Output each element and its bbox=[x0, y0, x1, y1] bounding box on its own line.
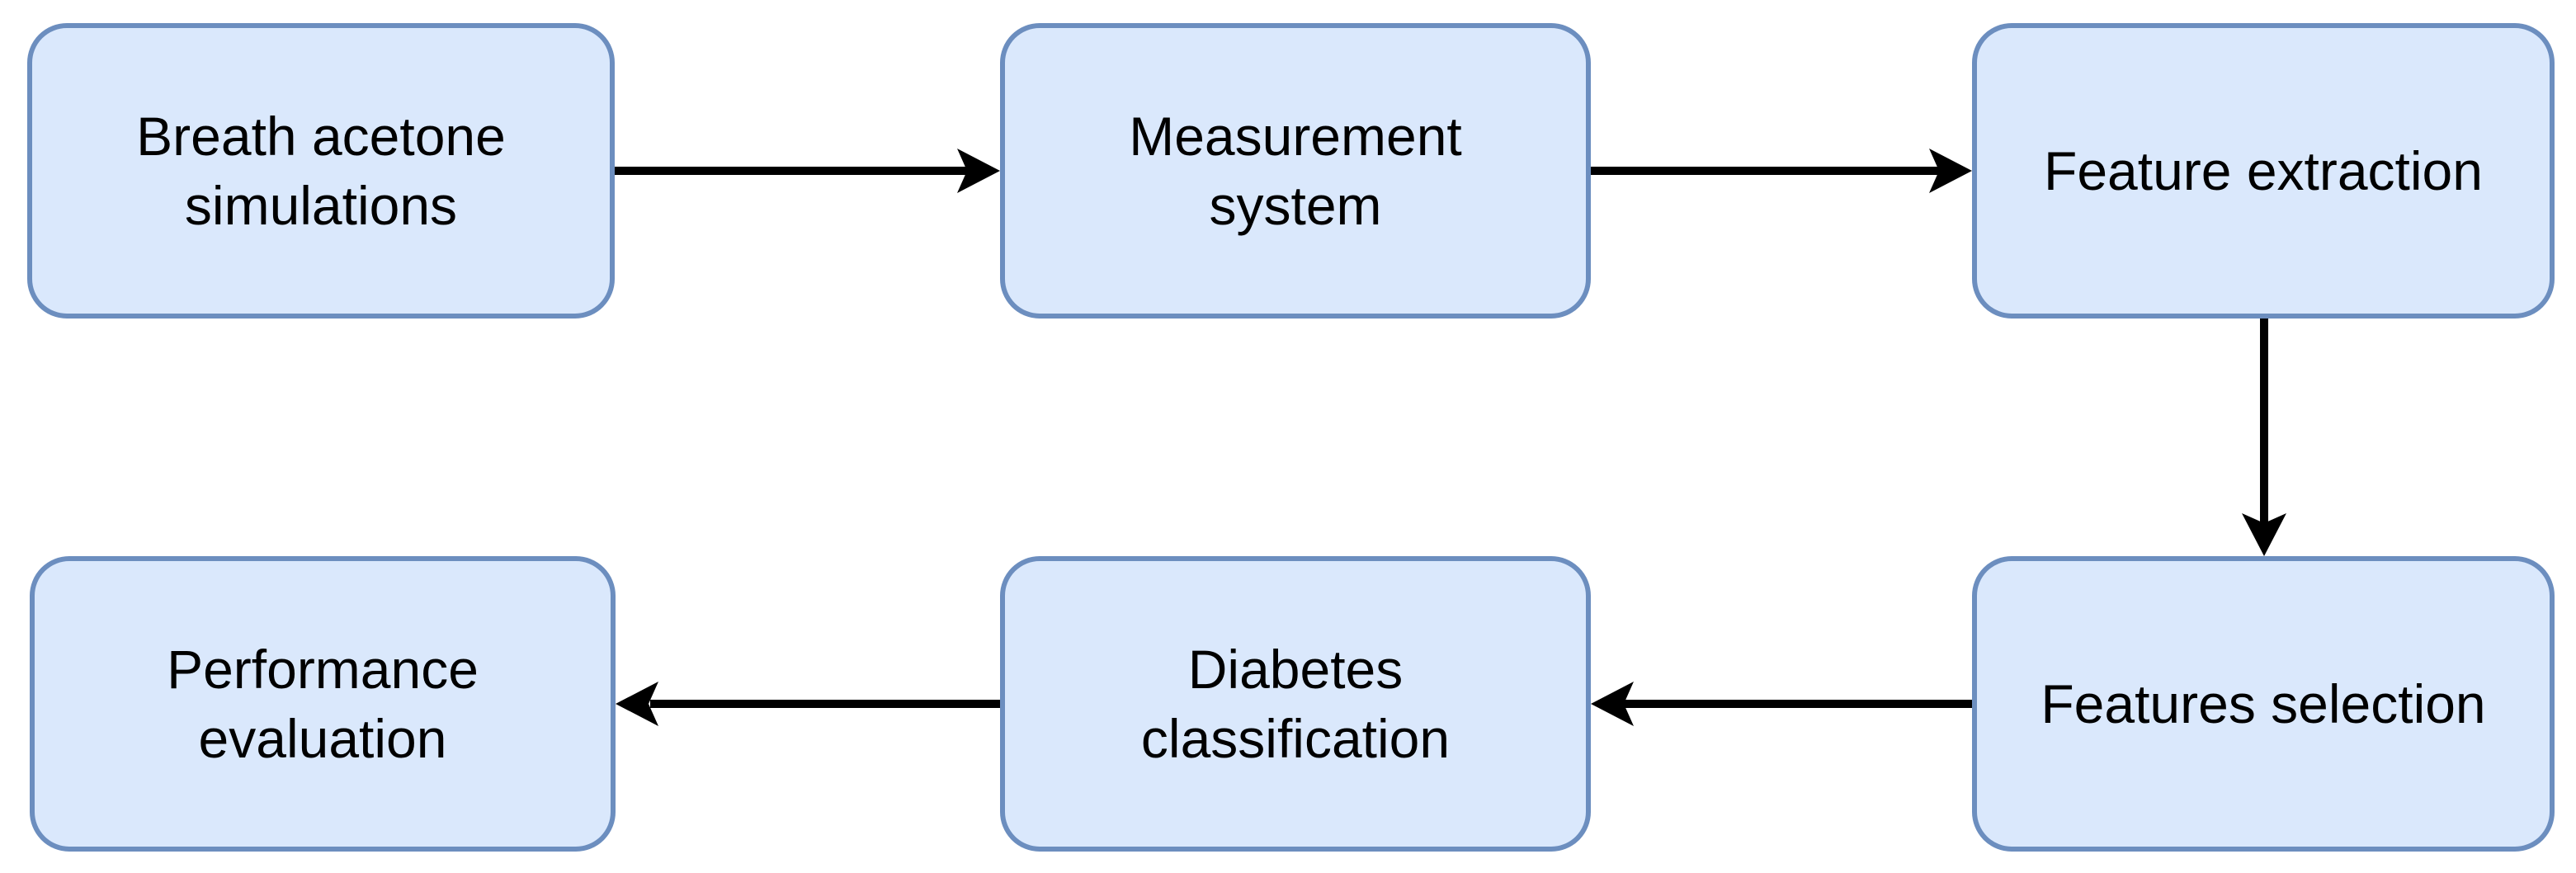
arrow-head-left-icon bbox=[616, 682, 658, 726]
arrow-head-down-icon bbox=[2242, 513, 2286, 556]
node-label: Breath acetone simulations bbox=[136, 105, 506, 236]
node-breath-acetone-simulations: Breath acetone simulations bbox=[27, 23, 615, 319]
arrow-head-right-icon bbox=[957, 149, 1000, 193]
node-measurement-system: Measurement system bbox=[1000, 23, 1591, 319]
arrow-measurement-to-feature-extraction bbox=[1591, 149, 1972, 193]
node-performance-evaluation: Performance evaluation bbox=[30, 556, 616, 852]
node-feature-extraction: Feature extraction bbox=[1972, 23, 2555, 319]
node-label: Performance evaluation bbox=[167, 638, 479, 769]
node-diabetes-classification: Diabetes classification bbox=[1000, 556, 1591, 852]
node-label: Features selection bbox=[2041, 672, 2486, 734]
arrow-head-right-icon bbox=[1929, 149, 1972, 193]
arrow-head-left-icon bbox=[1591, 682, 1634, 726]
arrow-features-selection-to-diabetes bbox=[1591, 682, 1972, 726]
node-label: Diabetes classification bbox=[1140, 638, 1451, 769]
node-label: Measurement system bbox=[1129, 105, 1462, 236]
node-label: Feature extraction bbox=[2044, 139, 2483, 201]
arrow-diabetes-to-performance bbox=[616, 682, 1000, 726]
node-features-selection: Features selection bbox=[1972, 556, 2555, 852]
arrow-breath-to-measurement bbox=[615, 149, 1000, 193]
arrow-feature-extraction-to-features-selection bbox=[2242, 319, 2286, 556]
